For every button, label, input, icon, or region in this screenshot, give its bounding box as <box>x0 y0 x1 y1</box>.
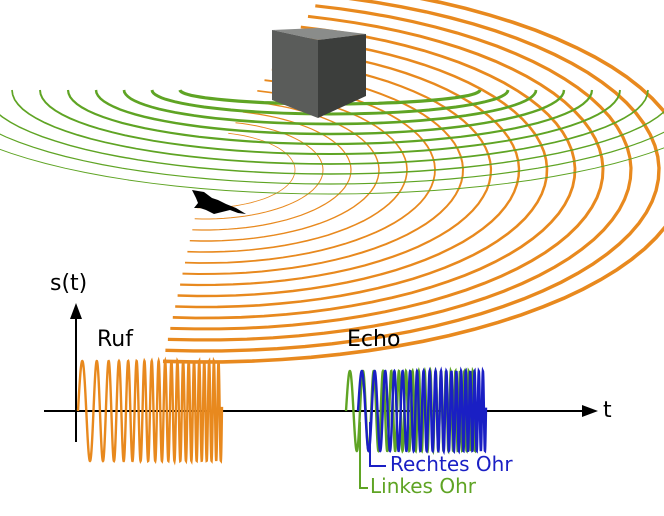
call-wavefront-3 <box>192 111 352 231</box>
call-wavefront-13 <box>167 4 633 342</box>
echo-wavefront-5 <box>66 89 594 146</box>
y-axis-arrow-icon <box>70 303 82 319</box>
call-wavefront-8 <box>180 57 493 287</box>
echo-wavefront-4 <box>94 89 566 136</box>
right-ear-label: Rechtes Ohr <box>390 452 513 476</box>
left-ear-label: Linkes Ohr <box>370 474 476 498</box>
right-ear-marker <box>369 422 386 467</box>
call-signal-wave <box>76 356 224 466</box>
echo-right-ear-wave <box>356 366 488 456</box>
echo-wavefront-2 <box>150 89 510 116</box>
y-axis-label: s(t) <box>50 271 88 296</box>
cube-top-face <box>272 28 366 40</box>
x-axis-arrow-icon <box>582 405 598 417</box>
call-label: Ruf <box>97 327 133 352</box>
call-wavefront-15 <box>162 0 664 364</box>
call-wavefront-14 <box>165 0 661 353</box>
echo-wavefront-8 <box>0 110 664 175</box>
call-wavefront-10 <box>175 36 549 309</box>
echo-label: Echo <box>347 327 401 352</box>
call-wavefront-11 <box>172 25 577 320</box>
x-axis-label: t <box>603 398 612 423</box>
echo-wavefronts <box>0 89 664 195</box>
bat-icon <box>192 190 246 214</box>
left-ear-marker <box>359 422 368 489</box>
call-wavefront-12 <box>170 14 605 331</box>
call-wavefront-5 <box>187 90 408 253</box>
cube-right-face <box>318 34 366 118</box>
call-wavefront-1 <box>197 132 296 209</box>
call-wavefront-4 <box>189 100 380 242</box>
echo-wavefront-3 <box>122 89 538 126</box>
echo-wavefront-6 <box>39 89 621 155</box>
obstacle-cube <box>272 28 366 118</box>
echo-wavefront-9 <box>0 131 664 185</box>
echo-wavefront-10 <box>0 147 664 195</box>
echo-wavefront-7 <box>11 89 649 165</box>
call-wavefront-9 <box>177 47 521 298</box>
cube-left-face <box>272 30 318 118</box>
